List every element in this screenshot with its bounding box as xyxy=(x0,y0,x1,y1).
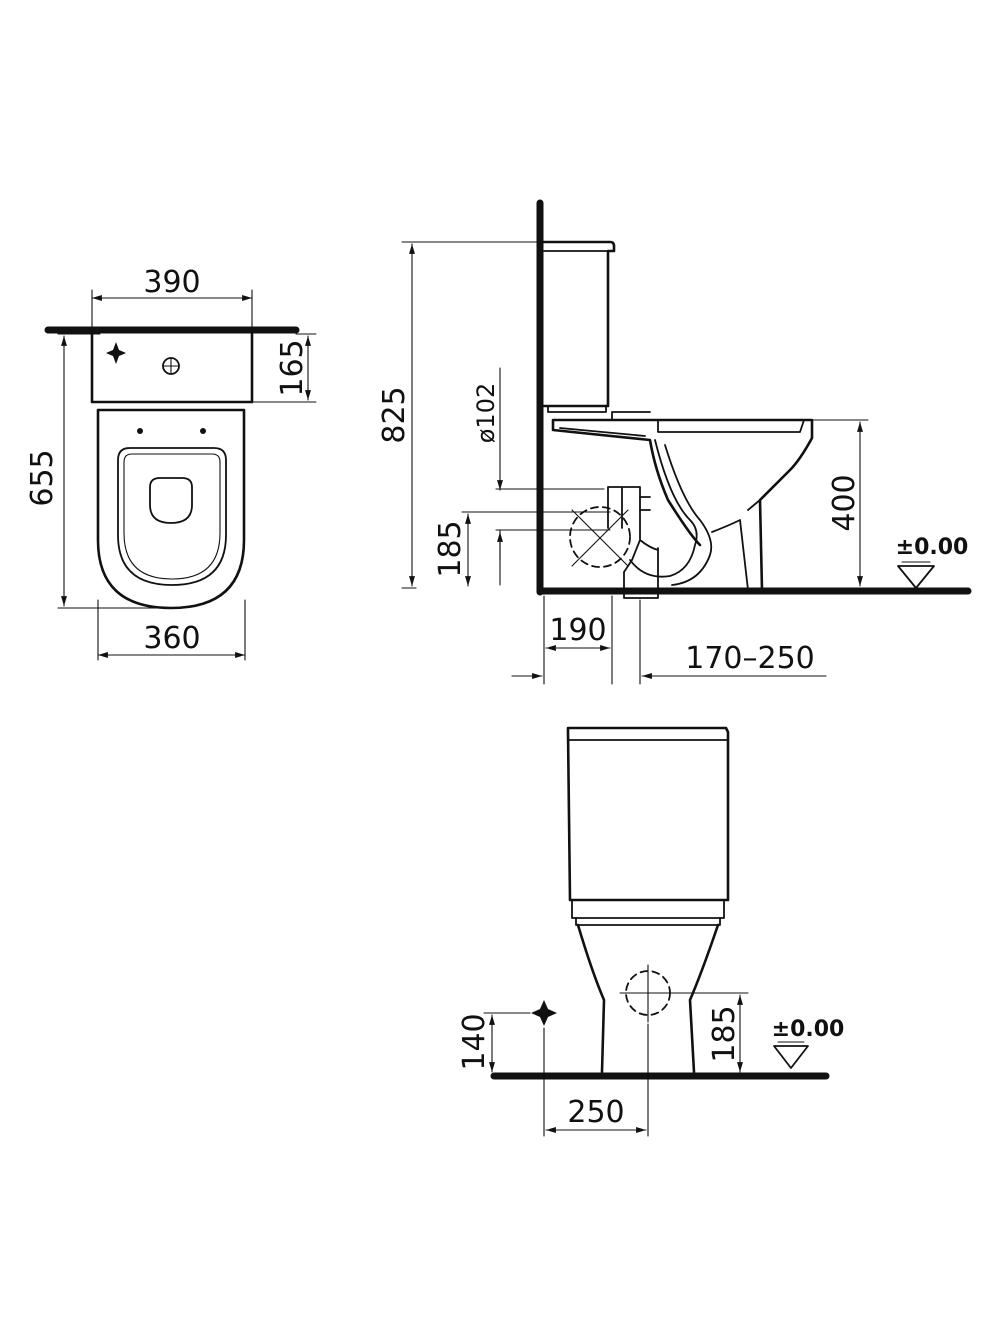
water-inlet-icon xyxy=(106,342,126,364)
top-view-tank xyxy=(90,332,254,404)
dim-250: 250 xyxy=(567,1095,624,1130)
side-view-bowl xyxy=(551,418,814,592)
seat-hole-left xyxy=(137,428,143,434)
dim-400: 400 xyxy=(827,474,862,531)
dim-140: 140 xyxy=(457,1013,492,1070)
front-view: 140 185 250 ±0.00 xyxy=(457,726,845,1137)
dim-390: 390 xyxy=(143,265,200,300)
front-view-pedestal xyxy=(576,923,720,1074)
water-inlet-icon-front xyxy=(531,1000,557,1026)
floor-level-label-side: ±0.00 xyxy=(896,535,969,560)
floor-level-marker-side: ±0.00 xyxy=(896,535,969,589)
dim-pipe-diameter: ø102 xyxy=(472,383,500,444)
flush-button-icon xyxy=(162,357,180,375)
outlet-pipe-icon xyxy=(569,506,631,568)
top-view-bowl-opening xyxy=(149,477,193,524)
top-view-seat xyxy=(117,447,227,586)
dim-170-250: 170–250 xyxy=(685,641,815,676)
top-view-bowl xyxy=(96,408,246,610)
dim-655: 655 xyxy=(25,449,60,506)
floor-level-marker-front: ±0.00 xyxy=(772,1017,845,1069)
front-view-cistern xyxy=(566,726,730,902)
outlet-icon-front xyxy=(619,964,677,1023)
top-view: 390 360 655 165 xyxy=(25,265,317,661)
side-view-cistern xyxy=(542,240,616,408)
dim-185-side: 185 xyxy=(433,520,468,577)
seat-hole-right xyxy=(200,428,206,434)
side-view-trapway xyxy=(629,439,713,586)
dim-190: 190 xyxy=(549,613,606,648)
dim-165: 165 xyxy=(275,339,310,396)
side-view: 825 ø102 185 400 ±0.00 190 170–250 xyxy=(377,199,972,685)
dim-825: 825 xyxy=(377,386,412,443)
dim-185-front: 185 xyxy=(707,1005,742,1062)
dim-360: 360 xyxy=(143,621,200,656)
floor-level-label-front: ±0.00 xyxy=(772,1017,845,1042)
side-view-spigot xyxy=(607,486,659,599)
